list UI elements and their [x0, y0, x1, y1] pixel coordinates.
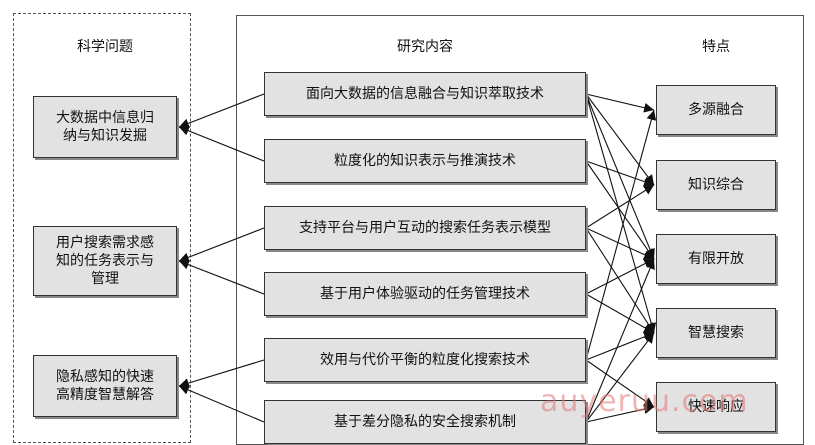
- feature-smart-search: 智慧搜索: [656, 308, 776, 358]
- arrow-r6-to-f3: [585, 258, 655, 423]
- connection-arrows: [178, 93, 657, 423]
- research-item-granular-search: 效用与代价平衡的粒度化搜索技术: [264, 338, 586, 382]
- arrow-r3-to-p2: [178, 227, 265, 263]
- research-item-task-model: 支持平台与用户互动的搜索任务表示模型: [264, 206, 586, 250]
- research-item-fusion: 面向大数据的信息融合与知识萃取技术: [264, 72, 586, 116]
- problem-line: 高精度智慧解答: [56, 387, 154, 403]
- arrow-r3-to-f3: [585, 227, 655, 260]
- arrow-r6-to-f5: [585, 404, 655, 423]
- arrow-r4-to-f4: [585, 293, 655, 334]
- feature-knowledge-synthesis: 知识综合: [656, 160, 776, 210]
- arrow-r4-to-f3: [585, 258, 655, 295]
- arrow-r3-to-f2: [585, 184, 655, 229]
- problem-line: 知的任务表示与: [56, 253, 154, 269]
- arrow-r1-to-p1: [178, 93, 265, 129]
- arrow-r1-to-f2: [585, 93, 655, 186]
- arrow-r5-to-f1: [585, 109, 657, 361]
- arrow-r5-to-p3: [178, 359, 265, 388]
- watermark-text: auyeruu.com: [540, 384, 749, 419]
- arrow-r6-to-f4: [585, 332, 655, 423]
- feature-multi-source: 多源融合: [656, 85, 776, 135]
- title-science-problems: 科学问题: [77, 39, 133, 55]
- title-research-content: 研究内容: [397, 39, 453, 55]
- problem-knowledge-mining: 大数据中信息归纳与知识发掘: [33, 96, 177, 158]
- feature-fast-response: 快速响应: [656, 382, 776, 432]
- problem-line: 用户搜索需求感: [56, 235, 154, 251]
- research-item-granular-knowledge: 粒度化的知识表示与推演技术: [264, 139, 586, 183]
- problem-line: 隐私感知的快速: [56, 369, 154, 385]
- arrow-r5-to-f4: [585, 332, 655, 361]
- arrow-r1-to-f1: [585, 93, 655, 113]
- arrow-r1-to-f4: [585, 93, 657, 334]
- research-item-task-management: 基于用户体验驱动的任务管理技术: [264, 272, 586, 316]
- arrow-r2-to-f2: [585, 160, 655, 187]
- problem-privacy-answering: 隐私感知的快速高精度智慧解答: [33, 355, 177, 417]
- problem-task-representation: 用户搜索需求感知的任务表示与管理: [33, 226, 177, 296]
- title-features: 特点: [702, 39, 730, 55]
- problem-line: 纳与知识发掘: [63, 128, 147, 144]
- problem-line: 大数据中信息归: [56, 110, 154, 126]
- research-item-privacy-search: 基于差分隐私的安全搜索机制: [264, 400, 586, 444]
- arrow-r2-to-p1: [178, 126, 265, 162]
- problem-line: 管理: [91, 271, 119, 287]
- arrow-r5-to-f5: [585, 359, 655, 408]
- arrow-r1-to-f3: [585, 93, 655, 260]
- arrow-r6-to-p3: [178, 385, 265, 423]
- feature-limited-openness: 有限开放: [656, 234, 776, 284]
- arrow-r3-to-f4: [585, 227, 655, 334]
- arrow-r4-to-p2: [178, 259, 265, 295]
- arrow-r2-to-f3: [585, 160, 655, 260]
